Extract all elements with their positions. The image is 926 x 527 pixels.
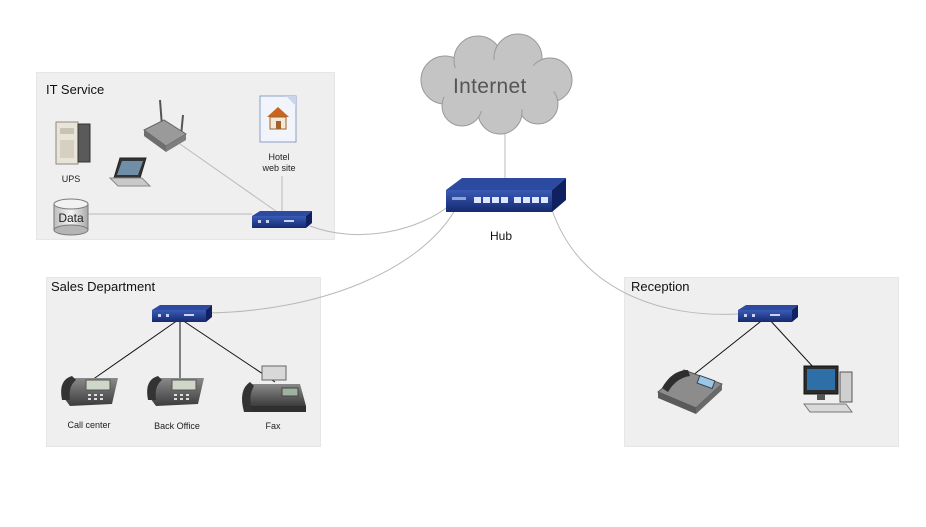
link-hub-reception-switch <box>551 209 739 315</box>
internet-label: Internet <box>453 75 527 98</box>
laptop-icon <box>108 157 152 187</box>
fax-machine-icon <box>242 365 306 412</box>
data-storage-icon <box>53 198 89 236</box>
hotel-site-label-line1: Hotel <box>268 152 290 162</box>
zone-title-it-service: IT Service <box>46 82 105 97</box>
ups-label: UPS <box>61 174 81 184</box>
desktop-computer-icon <box>803 365 853 413</box>
internet-cloud-icon <box>420 33 573 135</box>
link-sales-callcenter <box>91 319 179 381</box>
link-hub-it-switch <box>309 204 451 236</box>
back-office-phone-icon <box>147 376 204 406</box>
back-office-label: Back Office <box>154 421 200 431</box>
hub-switch-icon <box>446 178 566 212</box>
sales-switch-icon <box>152 305 212 322</box>
reception-switch-icon <box>738 305 798 322</box>
hub-label: Hub <box>490 229 513 243</box>
links-gray <box>88 128 739 315</box>
hotel-website-icon <box>259 95 297 143</box>
hotel-site-label-line2: web site <box>262 163 296 173</box>
it-switch-icon <box>252 211 312 228</box>
zone-title-reception: Reception <box>631 279 690 294</box>
router-icon <box>143 99 187 152</box>
links-black <box>91 317 839 395</box>
fax-label: Fax <box>265 421 281 431</box>
ups-icon <box>55 121 91 165</box>
reception-phone-icon <box>657 369 723 414</box>
call-center-phone-icon <box>61 376 118 406</box>
link-reception-phone <box>691 317 766 377</box>
zone-title-sales: Sales Department <box>51 279 156 294</box>
call-center-label: Call center <box>67 420 111 430</box>
link-hub-sales-switch <box>204 209 456 314</box>
link-router-it-switch <box>179 143 281 215</box>
link-sales-fax <box>181 319 276 383</box>
data-label: Data <box>58 211 84 225</box>
